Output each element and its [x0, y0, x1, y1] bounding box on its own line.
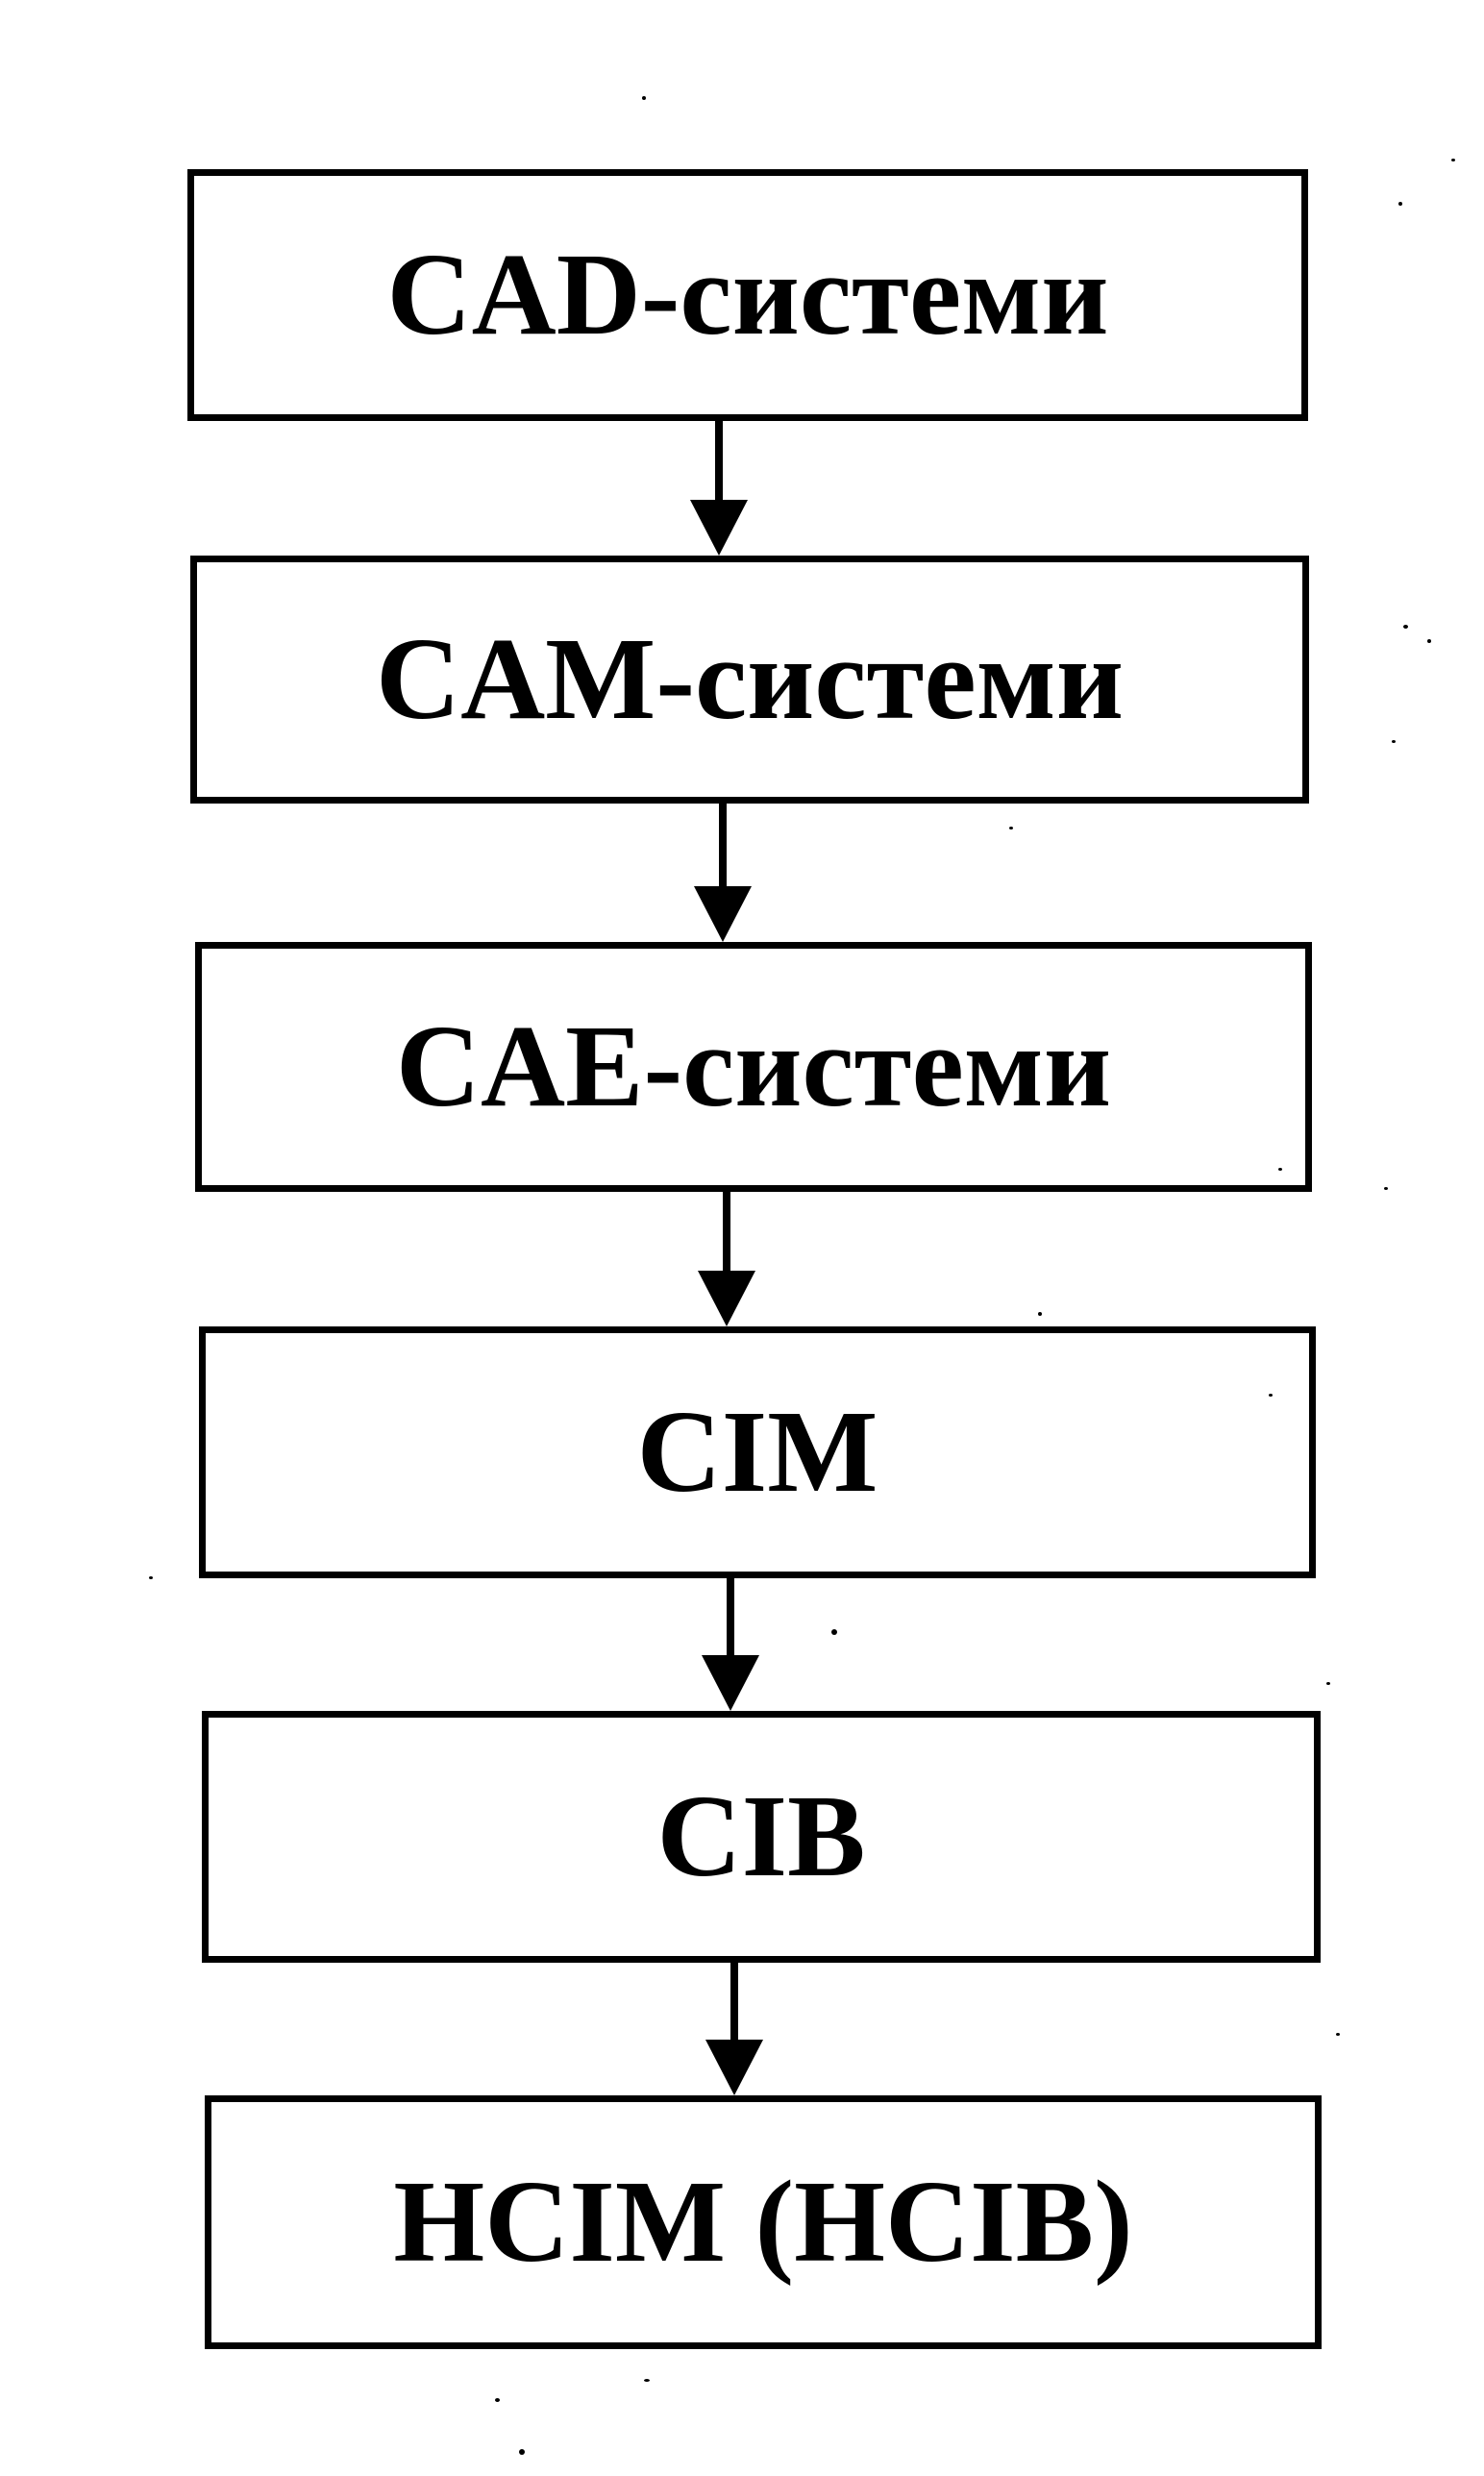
node-cam-systems: CAM-системи: [190, 556, 1309, 804]
scan-speck: [1392, 740, 1396, 743]
scan-speck: [1269, 1394, 1273, 1397]
node-label-cad: CAD-системи: [386, 230, 1109, 359]
scan-speck: [149, 1576, 153, 1579]
node-label-cib: CIB: [656, 1771, 866, 1901]
node-label-cam: CAM-системи: [375, 614, 1125, 744]
scan-speck: [1336, 2033, 1340, 2036]
node-cib: CIB: [202, 1711, 1321, 1963]
scan-speck: [831, 1629, 837, 1635]
scan-speck: [1009, 827, 1013, 829]
node-cad-systems: CAD-системи: [187, 169, 1308, 421]
scan-speck: [1278, 1168, 1282, 1171]
node-cim: CIM: [199, 1326, 1316, 1578]
scan-speck: [519, 2449, 525, 2455]
arrow-cad-to-cam: [690, 421, 748, 556]
arrow-cae-to-cim: [698, 1192, 755, 1326]
node-cae-systems: CAE-системи: [195, 942, 1312, 1192]
scan-speck: [1326, 1682, 1330, 1685]
arrow-cam-to-cae: [694, 804, 752, 942]
node-label-cae: CAE-системи: [395, 1002, 1112, 1131]
scan-speck: [1384, 1187, 1388, 1190]
scan-speck: [1403, 625, 1408, 629]
scan-speck: [644, 2379, 650, 2382]
scan-speck: [1451, 159, 1455, 161]
scan-speck: [1427, 639, 1431, 643]
scan-speck: [495, 2398, 500, 2402]
arrow-cim-to-cib: [702, 1578, 759, 1711]
scan-speck: [1038, 1312, 1042, 1316]
arrow-cib-to-hcim: [705, 1963, 763, 2095]
scan-speck: [1398, 202, 1402, 206]
scan-speck: [642, 96, 646, 100]
node-label-cim: CIM: [636, 1387, 878, 1517]
node-hcim-hcib: HCIM (HCIB): [205, 2095, 1322, 2349]
node-label-hcim: HCIM (HCIB): [393, 2157, 1133, 2287]
